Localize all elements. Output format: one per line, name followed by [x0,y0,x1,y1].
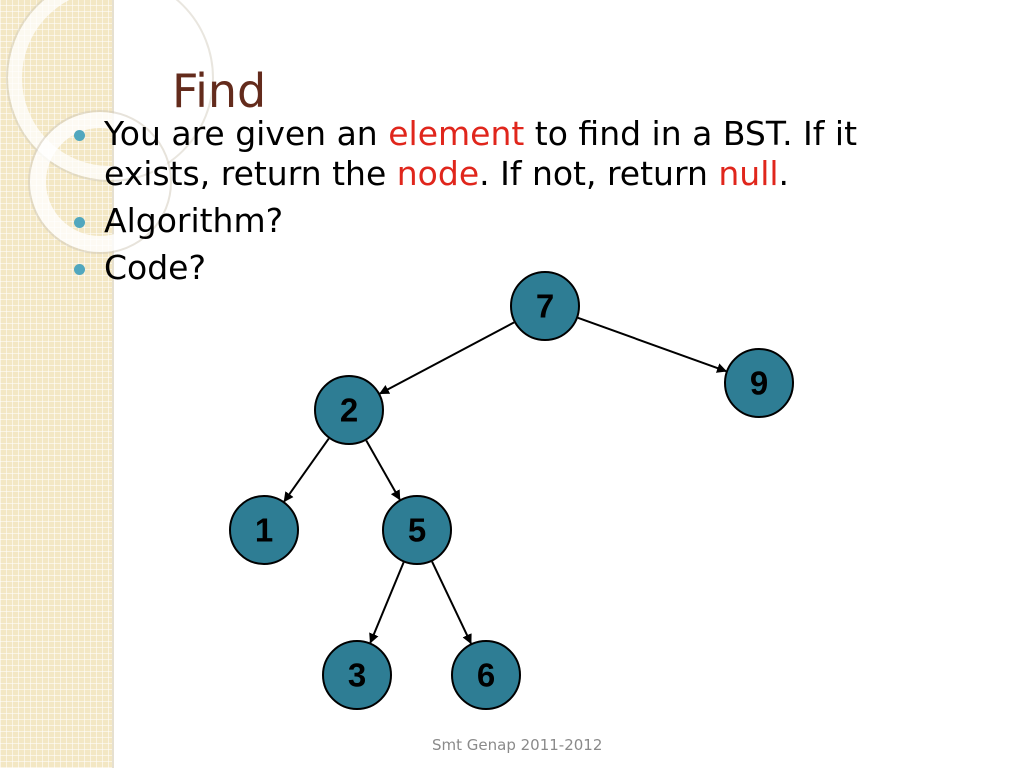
tree-node-1: 1 [229,495,299,565]
node-circle [724,348,794,418]
node-label: 3 [348,657,366,694]
bullet-text: Code? [104,248,206,287]
node-label: 5 [408,512,426,549]
node-label: 1 [255,512,273,549]
node-label: 2 [340,392,358,429]
edge-n5-n3 [369,561,405,644]
bullet-dot-icon [74,217,85,228]
bullet-list: You are given an element to find in a BS… [74,114,914,295]
bullet-text: . [778,154,790,193]
tree-node-9: 9 [724,348,794,418]
bullet-item: You are given an element to find in a BS… [74,114,914,194]
tree-node-7: 7 [510,271,580,341]
highlighted-term: element [388,114,525,153]
bullet-dot-icon [74,130,85,141]
bullet-text: You are given an [104,114,389,153]
side-panel-border [112,0,114,768]
tree-node-2: 2 [314,375,384,445]
bullet-dot-icon [74,264,85,275]
decor-ring-small [30,112,170,252]
node-circle [314,375,384,445]
node-circle [510,271,580,341]
slide-footer: Smt Genap 2011-2012 [432,736,603,754]
edge-n7-n9 [577,316,728,373]
node-circle [322,640,392,710]
node-circle [451,640,521,710]
edge-n7-n2 [379,321,515,395]
slide-title: Find [172,64,267,118]
node-label: 7 [536,288,554,325]
tree-node-3: 3 [322,640,392,710]
bullet-text: . If not, return [479,154,719,193]
node-label: 6 [477,657,495,694]
edge-n5-n6 [431,561,472,645]
node-circle [382,495,452,565]
tree-node-5: 5 [382,495,452,565]
node-circle [229,495,299,565]
edge-n2-n5 [365,439,401,501]
tree-node-6: 6 [451,640,521,710]
tree-nodes: 7 9 2 1 5 3 6 [229,271,794,710]
edge-n2-n1 [283,437,330,503]
bullet-item: Algorithm? [74,201,914,241]
highlighted-term: node [396,154,480,193]
node-label: 9 [750,365,768,402]
bullet-item: Code? [74,248,914,288]
decor-ring-large-shade [6,0,214,182]
bullet-text: to find in a BST. If it exists, return t… [104,114,858,193]
tree-edges [283,316,728,645]
decor-ring-large [8,0,212,180]
bullet-text: Algorithm? [104,201,284,240]
highlighted-term: null [718,154,779,193]
decor-ring-small-shade [28,110,172,254]
